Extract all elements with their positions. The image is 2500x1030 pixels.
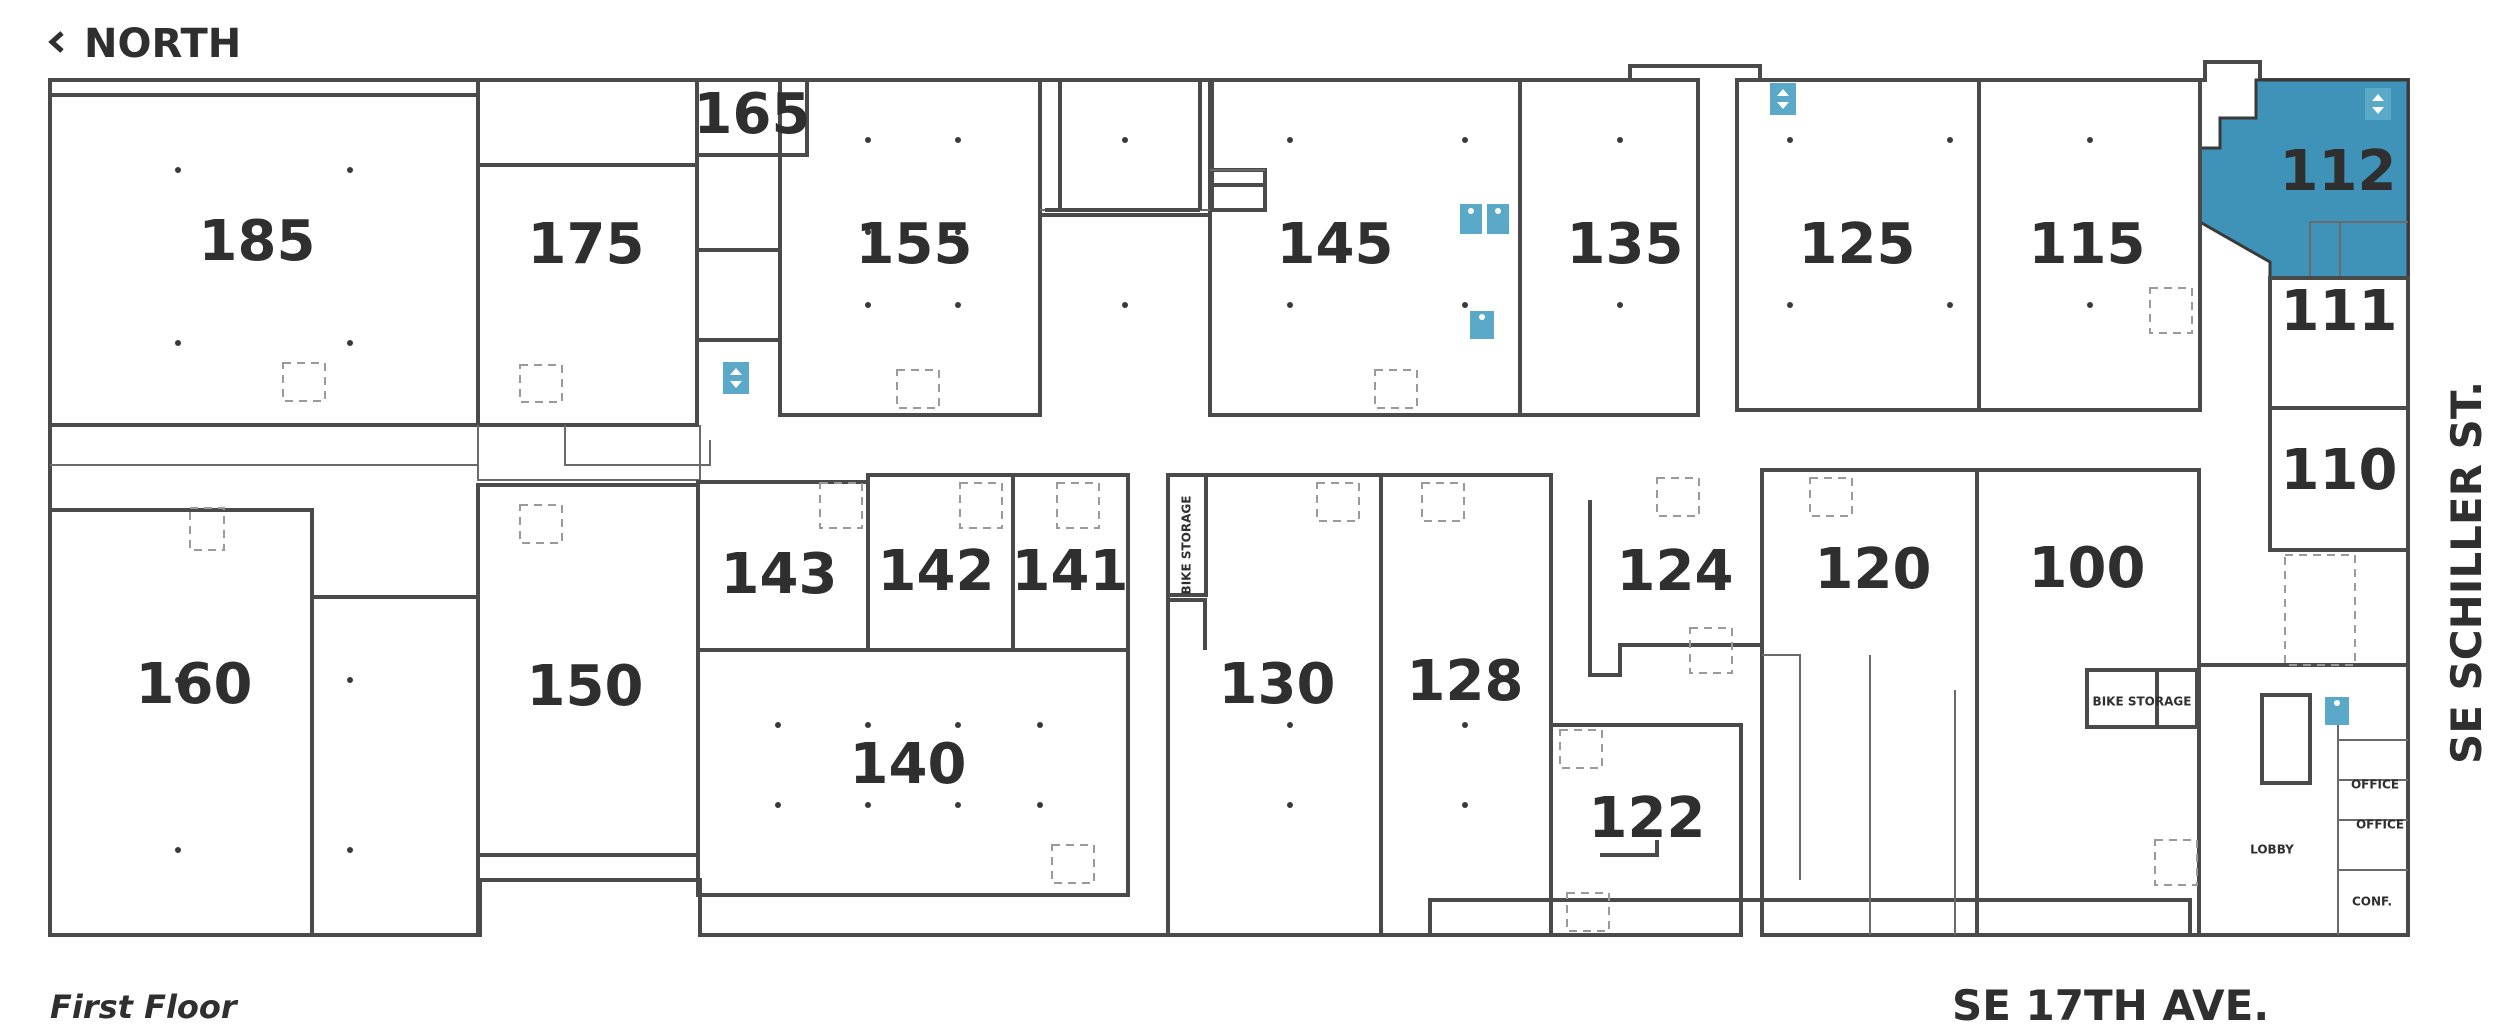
north-indicator[interactable]: NORTH	[48, 21, 241, 67]
unit-112-label[interactable]: 112	[2280, 139, 2397, 204]
corridor-walls	[50, 80, 1265, 481]
unit-111-label[interactable]: 111	[2281, 279, 2398, 344]
unit-155-label[interactable]: 155	[856, 212, 973, 277]
unit-labels: 185 175 165 155 145 135 125 115 112 111 …	[136, 82, 2398, 851]
bike-storage-label: BIKE STORAGE	[1180, 496, 1194, 595]
office-label: OFFICE	[2356, 818, 2404, 832]
back-chevron-icon	[48, 31, 64, 53]
unit-175-label[interactable]: 175	[528, 212, 645, 277]
elevator-icon	[2365, 88, 2391, 120]
lobby-label: LOBBY	[2250, 843, 2294, 857]
unit-130-label[interactable]: 130	[1219, 652, 1336, 717]
unit-142-label[interactable]: 142	[878, 539, 995, 604]
unit-122-label[interactable]: 122	[1589, 786, 1706, 851]
north-label: NORTH	[84, 21, 241, 67]
unit-160-label[interactable]: 160	[136, 652, 253, 717]
unit-145-label[interactable]: 145	[1277, 212, 1394, 277]
office-label: OFFICE	[2351, 778, 2399, 792]
unit-140-label[interactable]: 140	[850, 732, 967, 797]
unit-125-label[interactable]: 125	[1799, 212, 1916, 277]
unit-110-label[interactable]: 110	[2281, 438, 2398, 503]
building-outline	[48, 60, 2410, 937]
unit-165-label[interactable]: 165	[694, 82, 811, 147]
unit-128-label[interactable]: 128	[1407, 649, 1524, 714]
unit-115-label[interactable]: 115	[2029, 212, 2146, 277]
elevator-icon	[723, 362, 749, 394]
unit-120-label[interactable]: 120	[1815, 537, 1932, 602]
unit-135-label[interactable]: 135	[1567, 212, 1684, 277]
unit-124-label[interactable]: 124	[1617, 539, 1734, 604]
small-rooms	[1166, 473, 2199, 729]
dashed-fixtures	[189, 287, 2356, 932]
unit-100-label[interactable]: 100	[2029, 536, 2146, 601]
floor-label: First Floor	[50, 988, 239, 1026]
north-units	[48, 78, 2410, 552]
restroom-icon	[1460, 204, 2349, 725]
unit-143-label[interactable]: 143	[721, 542, 838, 607]
street-label-south: SE 17TH AVE.	[1952, 981, 2269, 1030]
unit-150-label[interactable]: 150	[527, 654, 644, 719]
unit-112-highlight[interactable]	[2198, 78, 2410, 280]
columns	[175, 137, 2093, 853]
south-units	[48, 468, 2410, 937]
street-label-east: SE SCHILLER ST.	[2442, 381, 2491, 764]
bike-storage-label: BIKE STORAGE	[2093, 695, 2192, 709]
unit-141-label[interactable]: 141	[1012, 539, 1129, 604]
room-labels: BIKE STORAGE BIKE STORAGE OFFICE OFFICE …	[1180, 496, 2405, 909]
elevator-icon	[1770, 83, 1796, 115]
unit-185-label[interactable]: 185	[199, 209, 316, 274]
conf-room-label: CONF.	[2352, 895, 2392, 909]
